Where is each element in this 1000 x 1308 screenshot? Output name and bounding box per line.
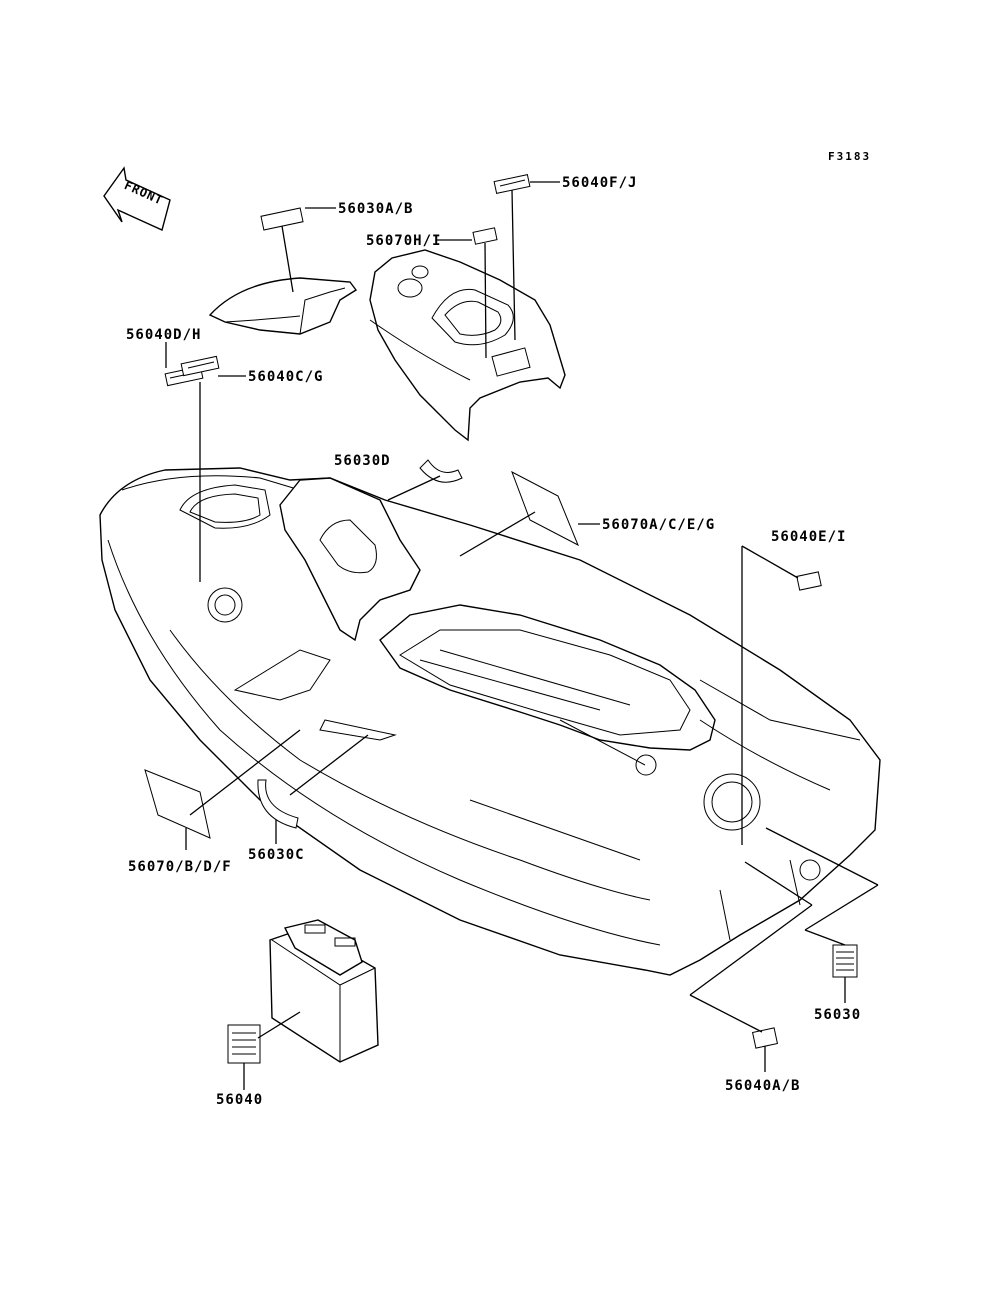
label-56030AB: 56030A/B [338,201,413,217]
label-56070HI: 56070H/I [366,233,441,249]
decal-56030D [419,459,463,483]
label-56070ACEG: 56070A/C/E/G [602,517,715,533]
decal-56030C [257,779,299,829]
label-56040DH: 56040D/H [126,327,201,343]
figure-code: F3183 [828,150,871,163]
decal-56040 [227,1024,261,1064]
label-56040FJ: 56040F/J [562,175,637,191]
decal-56030 [832,944,858,978]
decal-56040AB [751,1027,779,1049]
label-56040AB: 56040A/B [725,1078,800,1094]
decal-56070ACEG [511,470,579,547]
decal-56070HI [472,227,498,245]
leader-lines [165,181,879,1090]
decal-56040CG [180,355,220,377]
battery-part [269,919,379,1063]
label-56030C: 56030C [248,847,305,863]
label-56040EI: 56040E/I [771,529,846,545]
decal-56040FJ [493,174,531,194]
label-56040: 56040 [216,1092,263,1108]
decal-56070BDF [144,769,211,839]
label-56040CG: 56040C/G [248,369,323,385]
hull-body-part [99,467,881,976]
label-56030: 56030 [814,1007,861,1023]
label-56070BDF: 56070/B/D/F [128,859,232,875]
decal-56040EI [796,571,822,591]
front-arrow-icon: FRONT [103,166,171,231]
decal-56030AB [260,207,304,231]
seat-cover-part [208,277,358,335]
handlebar-cover-part [369,249,566,442]
label-56030D: 56030D [334,453,391,469]
